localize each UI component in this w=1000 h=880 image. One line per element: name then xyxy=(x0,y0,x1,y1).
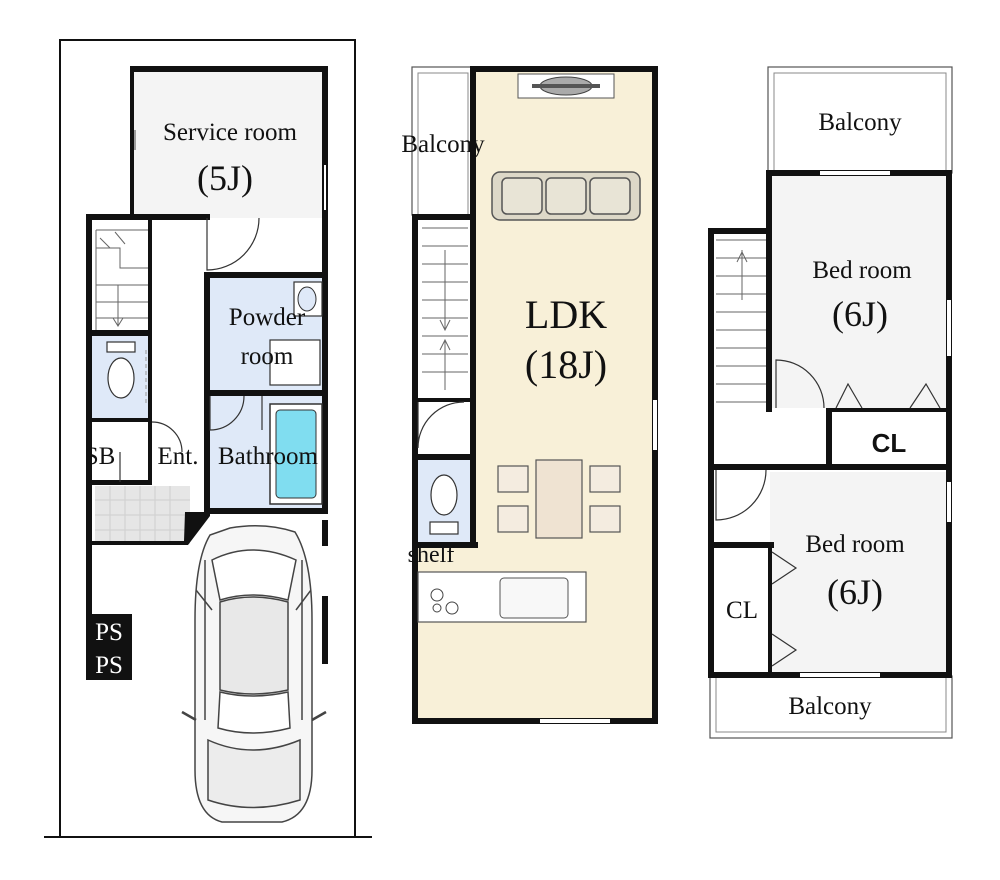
stair-2-floor xyxy=(418,220,474,400)
floor-3: Balcony Bed room (6J) CL Bed room (6J) C… xyxy=(708,66,953,739)
service-room-floor xyxy=(133,70,325,218)
service-room-label: Service room xyxy=(163,119,298,146)
balcony-3-top-label: Balcony xyxy=(818,109,902,136)
bed-room-1-label: Bed room xyxy=(812,257,912,284)
floor-1: Service room (5J) Powder room Bathroom E… xyxy=(44,39,372,838)
ldk-window-right xyxy=(653,400,657,450)
bed-room-1-floor xyxy=(772,176,946,408)
service-room-size: (5J) xyxy=(197,158,253,198)
powder-room-door xyxy=(209,395,245,431)
closet-1-door-b xyxy=(909,382,941,409)
bed-room-2-size: (6J) xyxy=(827,572,883,612)
bed-room-2-door xyxy=(715,469,767,521)
bedroom-2-window-right xyxy=(947,482,951,522)
washing-machine xyxy=(269,339,321,386)
entrance-tile-grid xyxy=(95,486,190,544)
entrance-label: Ent. xyxy=(158,443,199,470)
kitchen-floor xyxy=(418,545,478,720)
ldk-label: LDK xyxy=(525,292,607,337)
bedroom-1-window-right xyxy=(947,300,951,356)
kitchen-counter xyxy=(417,571,587,623)
bed-room-1-door xyxy=(775,359,825,409)
ps-label-1: PS xyxy=(95,619,123,646)
shelf-label: shelf xyxy=(408,542,455,568)
bathtub xyxy=(269,403,323,505)
balcony-2-label: Balcony xyxy=(401,131,485,158)
balcony-3-bottom-outline xyxy=(709,675,953,739)
bed-room-2-label: Bed room xyxy=(805,531,905,558)
stairs-3 xyxy=(716,239,766,403)
balcony-3-bottom-label: Balcony xyxy=(788,693,872,720)
stairs-1 xyxy=(95,229,148,330)
stairs-2 xyxy=(422,227,468,390)
toilet-1 xyxy=(106,341,147,405)
floor-1-walls xyxy=(86,66,328,680)
closet-2-door-b xyxy=(771,633,798,667)
wash-basin xyxy=(293,281,323,317)
closet-2-door-a xyxy=(771,551,798,585)
floor-2: Balcony LDK (18J) shelf xyxy=(401,66,658,724)
shoe-box-label: SB xyxy=(85,443,116,470)
bathroom-label: Bathroom xyxy=(218,443,319,470)
car xyxy=(181,525,327,823)
bedroom-2-window-bottom xyxy=(800,673,880,677)
hallway-floor xyxy=(150,218,207,480)
ps-label-2: PS xyxy=(95,652,123,679)
stair-1-floor xyxy=(92,220,148,330)
dining-set xyxy=(497,459,621,539)
entrance-door xyxy=(151,421,183,453)
powder-room-label-1: Powder xyxy=(229,304,306,331)
toilet-2 xyxy=(429,474,459,535)
closet-2-label: CL xyxy=(726,597,758,624)
ldk-window-bottom xyxy=(540,719,610,723)
bed-room-1-size: (6J) xyxy=(832,294,888,334)
tv-unit xyxy=(517,73,615,99)
closet-2-floor xyxy=(716,548,768,672)
closet-1-label: CL xyxy=(872,428,907,458)
ps-box-2 xyxy=(86,646,132,680)
bed-room-2-floor xyxy=(770,472,946,672)
ldk-size: (18J) xyxy=(525,342,607,387)
toilet-2-door xyxy=(417,401,465,449)
powder-room-label-2: room xyxy=(241,343,294,370)
bedroom-1-window-top xyxy=(820,171,890,175)
balcony-3-top-outline xyxy=(767,66,953,174)
floor-2-walls xyxy=(412,66,658,724)
closet-1-door-a xyxy=(835,382,863,409)
sofa xyxy=(491,171,641,221)
service-room-door xyxy=(206,217,260,271)
ps-box-1 xyxy=(86,614,132,646)
